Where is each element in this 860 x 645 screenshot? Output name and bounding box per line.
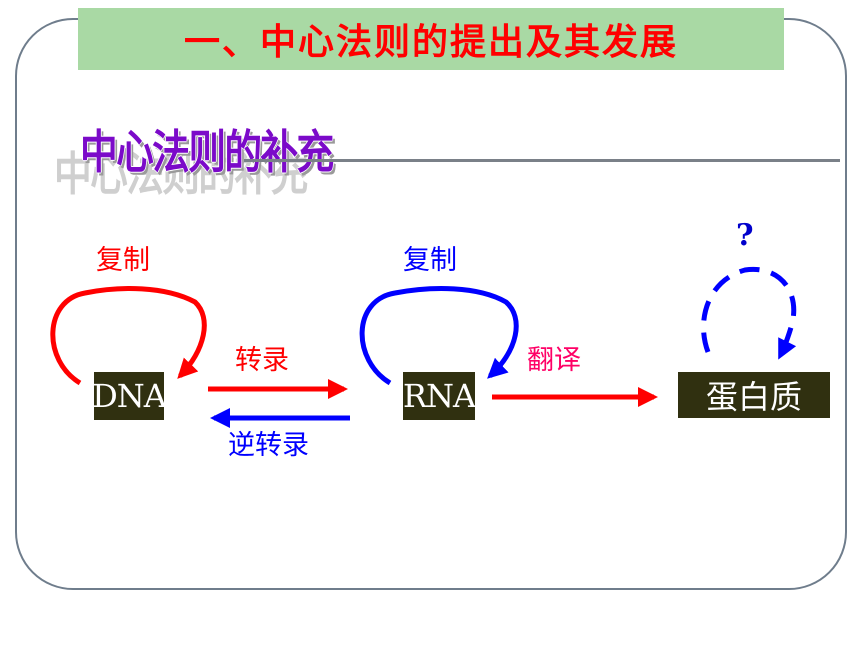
page-title: 一、中心法则的提出及其发展 xyxy=(183,22,678,63)
transcription-label: 转录 xyxy=(235,345,289,376)
title-banner: 一、中心法则的提出及其发展 xyxy=(78,8,784,70)
dna-replication-arrow xyxy=(50,286,207,386)
section-heading: 中心法则的补充 中心法则的补充 xyxy=(44,110,840,201)
section-title-shadow: 中心法则的补充 xyxy=(54,147,308,201)
protein-label: 蛋白质 xyxy=(705,378,802,416)
dna-node: DNA xyxy=(92,372,167,420)
rna-node: RNA xyxy=(402,372,476,420)
protein-replication-dashed-arrow xyxy=(701,266,797,360)
rna-label: RNA xyxy=(402,377,476,415)
section-rule xyxy=(244,159,840,162)
dna-label: DNA xyxy=(92,377,167,415)
dna-replication-label: 复制 xyxy=(96,245,150,276)
protein-node: 蛋白质 xyxy=(678,372,830,418)
reverse-transcription-label: 逆转录 xyxy=(228,430,309,461)
protein-question-mark: ? xyxy=(736,218,754,253)
rna-replication-label: 复制 xyxy=(403,245,457,276)
translation-label: 翻译 xyxy=(527,345,581,376)
section-title: 中心法则的补充 xyxy=(80,125,334,179)
rna-replication-arrow xyxy=(359,286,519,386)
